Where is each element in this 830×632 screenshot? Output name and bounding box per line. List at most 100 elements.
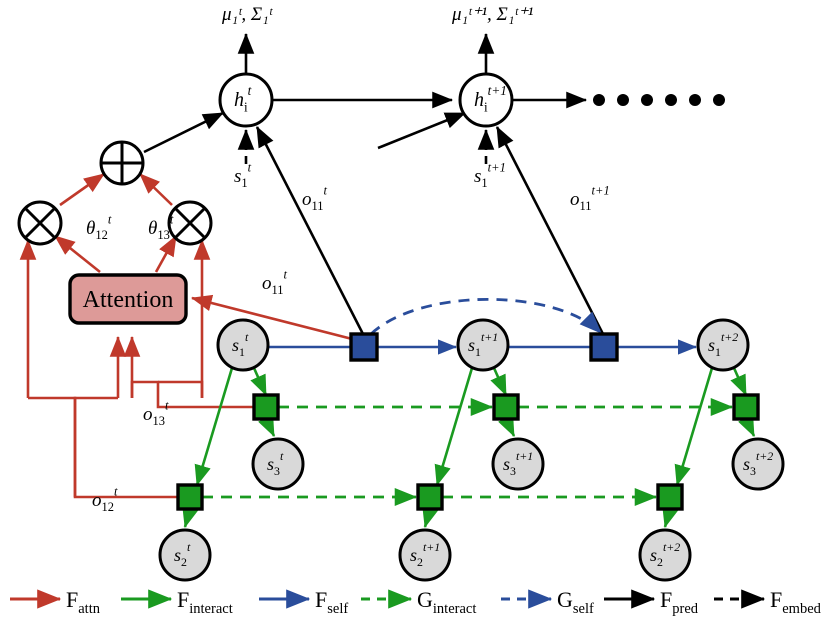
embed-label-s1-t-embed-sub: 1: [241, 176, 247, 190]
state-node-label-s3-t2-sub: 3: [750, 464, 756, 478]
legend-f-attn-label-text: Fattn: [66, 587, 101, 617]
legend-g-interact-label-sub: interact: [433, 601, 476, 617]
edge-mul-right-to-sum: [139, 173, 173, 206]
state-node-label-s3-t1-sub: 3: [510, 464, 516, 478]
times-node-left-slash2: [23, 206, 57, 240]
state-node-s2-t: s2t: [158, 528, 212, 582]
edge-gself-t-to-t1: [370, 298, 602, 336]
hidden-node-label-h-t: hit: [234, 83, 252, 114]
times-node-left: [17, 200, 63, 246]
state-node-label-s3-t: s3t: [267, 449, 284, 478]
o-label-o-11-t-upper-sup: t: [324, 184, 328, 198]
continuation-dots: [593, 94, 725, 106]
blue-square-self-gate-t: [349, 332, 379, 362]
interaction-gate-edges: [202, 398, 734, 506]
legend-g-self-label: Gself: [557, 587, 594, 617]
legend-f-self-label: Fself: [315, 587, 348, 617]
edge-s1-t1-to-gate12: [434, 367, 474, 486]
ellipsis-dot: [593, 94, 605, 106]
embed-label-s1-t1-embed-sub: 1: [481, 176, 487, 190]
edge-gate12-to-s2-t2: [662, 505, 679, 529]
sum-node: [99, 140, 145, 186]
embed-label-s1-t-embed-text: s1t: [234, 161, 252, 191]
state-node-circle: [638, 528, 692, 582]
state-node-circle: [216, 318, 270, 372]
o-label-o-13-t-sup: t: [165, 399, 169, 413]
edge-o12-route: [28, 396, 190, 499]
edge-gate13-to-s3-t2: [738, 414, 756, 437]
legend-f-embed-label: Fembed: [770, 587, 822, 617]
theta-label-theta-12-sub: 12: [95, 228, 108, 242]
o-label-o-11-t-lower-sub: 11: [272, 283, 284, 297]
attention-block[interactable]: Attention: [68, 273, 188, 325]
state-node-label-s3-t-sup: t: [280, 449, 284, 463]
o-label-o-11-t1-text: o11t+1: [570, 184, 610, 214]
ellipsis-dot: [641, 94, 653, 106]
o-label-o-11-t-upper: o11t: [302, 184, 328, 214]
state-node-label-s1-t: s1t: [232, 330, 249, 359]
prediction-edges: [143, 32, 606, 337]
legend-g-self-label-text: Gself: [557, 587, 594, 617]
state-node-s1-t1: s1t+1: [456, 318, 510, 372]
edge-o11-t-to-h-t: [255, 126, 366, 337]
o-label-o-12-t-text: o12t: [92, 485, 118, 515]
legend-g-interact-label: Ginteract: [417, 587, 476, 617]
edge-o11-t-to-attention: [190, 294, 361, 343]
edge-gate12-to-s2-t: [182, 505, 199, 529]
legend-f-attn-label: Fattn: [66, 587, 101, 617]
theta-label-theta-13-sub: 13: [157, 228, 170, 242]
o-label-o-12-t-sub: 12: [102, 500, 115, 514]
edge-gate13-to-s3-t1: [498, 414, 516, 437]
output-label-out-t: μ₁ᵗ, Σ₁ᵗ: [221, 4, 274, 25]
blue-square: [589, 332, 619, 362]
state-node-circle: [456, 318, 510, 372]
hidden-node-label-h-t-sub: i: [244, 99, 248, 114]
legend-f-self: Fself: [259, 587, 348, 617]
theta-label-theta-13-sup: t: [170, 213, 174, 227]
green-square: [656, 483, 684, 511]
attention-edges: [19, 172, 361, 499]
state-node-circle: [696, 318, 750, 372]
state-node-label-s1-t2-sub: 1: [715, 345, 721, 359]
theta-label-theta-12-sup: t: [108, 213, 112, 227]
edge-s1-t1-to-gate13: [490, 367, 508, 396]
output-label-out-t1: μ₁ᵗ⁺¹, Σ₁ᵗ⁺¹: [451, 4, 534, 25]
o-label-o-11-t-lower: o11t: [262, 268, 288, 298]
legend-f-interact-label: Finteract: [177, 587, 233, 617]
state-node-label-s1-t-sup: t: [245, 330, 249, 344]
state-node-circle: [158, 528, 212, 582]
state-node-label-s2-t-sub: 2: [181, 555, 187, 569]
state-node-label-s2-t2-sup: t+2: [663, 540, 680, 554]
self-gate-edges: [370, 298, 602, 336]
gate-squares: [176, 332, 760, 511]
legend-f-interact: Finteract: [121, 587, 233, 617]
legend-f-embed-label-sub: embed: [782, 601, 821, 617]
legend-f-embed-label-text: Fembed: [770, 587, 822, 617]
state-node-label-s1-t-sub: 1: [239, 345, 245, 359]
edge-o13-route-mul: [158, 380, 204, 398]
operator-nodes: [17, 140, 213, 246]
o-label-o-11-t1-sub: 11: [580, 199, 592, 213]
theta-label-theta-12-text: θ12t: [86, 213, 112, 243]
state-node-label-s1-t1-sub: 1: [475, 345, 481, 359]
embed-label-s1-t1-embed-sup: t+1: [488, 161, 506, 175]
legend-g-interact-label-text: Ginteract: [417, 587, 476, 617]
state-node-label-s2-t: s2t: [174, 540, 191, 569]
o-label-o-12-t: o12t: [92, 485, 118, 515]
state-node-s3-t1: s3t+1: [491, 437, 545, 491]
state-node-circle: [398, 528, 452, 582]
legend-f-self-label-sub: self: [327, 601, 348, 617]
legend-f-pred-label: Fpred: [660, 587, 699, 617]
hidden-node-label-h-t1-sub: i: [484, 99, 488, 114]
edge-s1-t2-to-gate13: [730, 367, 748, 396]
state-node-circle: [251, 437, 305, 491]
green-square: [492, 393, 520, 421]
attention-box[interactable]: [68, 273, 188, 325]
green-square: [176, 483, 204, 511]
edge-gate13-to-s3-t: [258, 414, 276, 437]
edge-s1-t-to-gate13: [250, 367, 268, 396]
